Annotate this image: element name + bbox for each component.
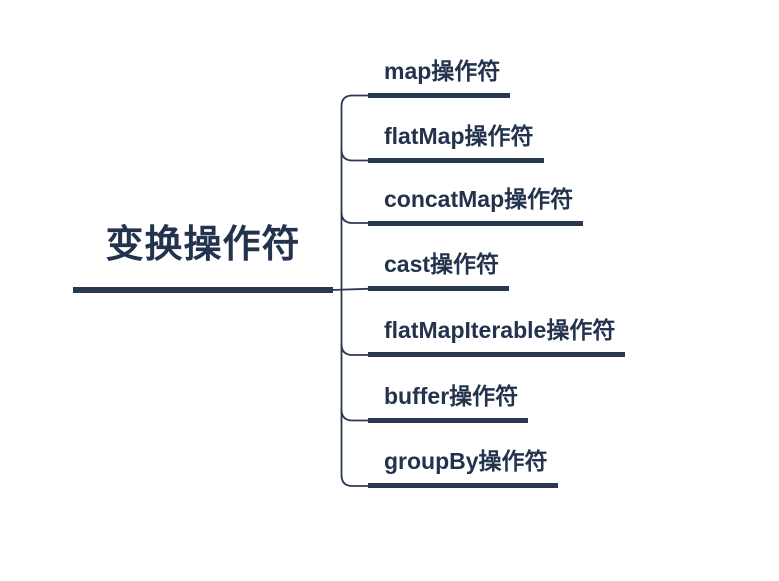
branch-node-buffer[interactable]: buffer操作符 <box>368 383 529 423</box>
branch-node-flatmapiterable[interactable]: flatMapIterable操作符 <box>368 317 626 357</box>
root-node-label[interactable]: 变换操作符 <box>105 224 301 266</box>
root-to-cast-line <box>330 287 369 291</box>
branch-node-concatmap[interactable]: concatMap操作符 <box>368 186 584 226</box>
branch-node-flatmap[interactable]: flatMap操作符 <box>368 123 544 163</box>
root-node-underline <box>73 287 333 293</box>
branch-node-map[interactable]: map操作符 <box>368 58 511 98</box>
elbow-flatmap <box>340 149 368 162</box>
branch-node-cast[interactable]: cast操作符 <box>368 251 510 291</box>
elbow-flatmapiterable <box>340 343 368 356</box>
elbow-concatmap <box>340 211 368 224</box>
trunk-line <box>340 94 368 487</box>
elbow-buffer <box>340 409 368 422</box>
branch-node-groupby[interactable]: groupBy操作符 <box>368 448 558 488</box>
